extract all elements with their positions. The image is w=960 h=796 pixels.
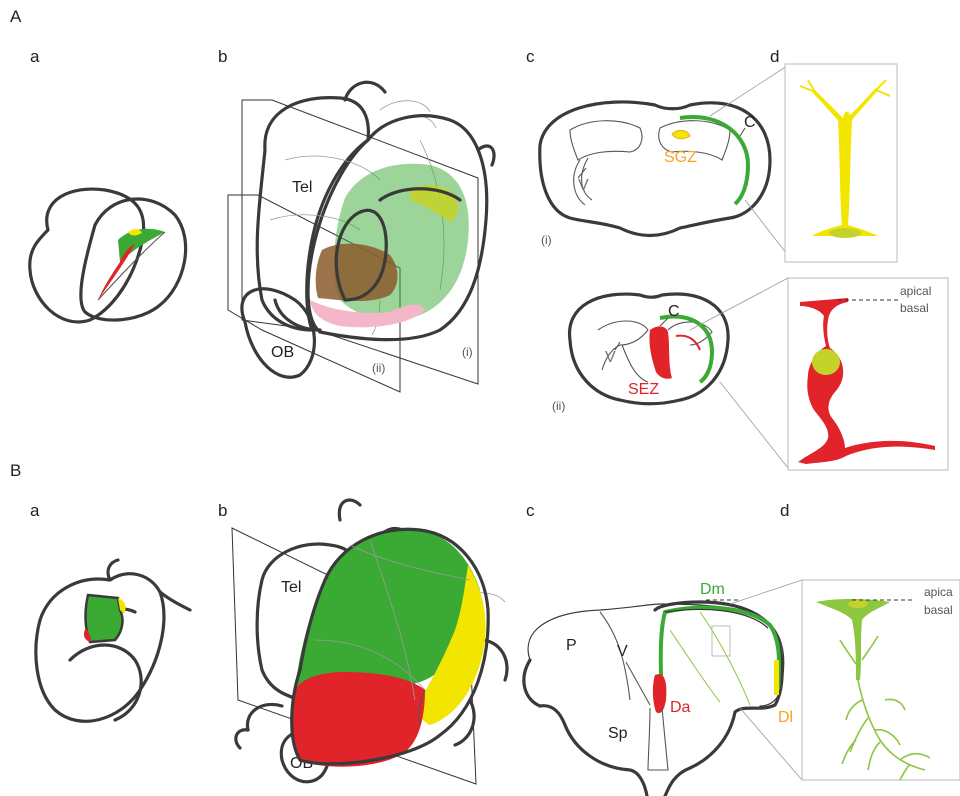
fish-coronal-section: P V Sp Dm Da Dl xyxy=(524,580,802,796)
fish-coronal-yellow-dl xyxy=(774,660,779,695)
label-apical-mouse: apical xyxy=(900,284,931,298)
mouse-brain-3d: Tel OB (ii) (i) xyxy=(228,82,494,392)
panel-label-Bc: c xyxy=(526,501,535,520)
fish-radial-glia-frame: apica basal xyxy=(802,580,960,780)
panel-label-Ab: b xyxy=(218,47,227,66)
fish-brain-small xyxy=(36,560,190,721)
panel-label-Ac: c xyxy=(526,47,535,66)
label-sgz: SGZ xyxy=(664,149,697,166)
label-c-ii: C xyxy=(668,303,680,320)
panel-label-Ad: d xyxy=(770,47,779,66)
fish-coronal-green-dm xyxy=(661,608,779,700)
label-tel-mouse: Tel xyxy=(292,179,312,196)
label-dl: Dl xyxy=(778,709,793,726)
mouse-small-red-region xyxy=(98,244,135,300)
fish-small-green-region xyxy=(86,595,123,642)
mouse-radial-glia-nucleus xyxy=(812,349,840,375)
panel-label-A: A xyxy=(10,7,22,26)
panel-label-Bd: d xyxy=(780,501,789,520)
label-basal-fish: basal xyxy=(924,603,953,617)
mouse-brain-small xyxy=(30,189,186,322)
label-p: P xyxy=(566,637,577,654)
fish-brain-3d: Tel OB xyxy=(232,500,507,784)
label-section-ii: (ii) xyxy=(552,399,565,413)
label-tel-fish: Tel xyxy=(281,579,301,596)
mouse-coronal-section-ii: C V SEZ (ii) xyxy=(552,278,788,468)
panel-label-Aa: a xyxy=(30,47,40,66)
panel-label-Bb: b xyxy=(218,501,227,520)
fish-coronal-red-da xyxy=(653,674,667,713)
panel-label-Ba: a xyxy=(30,501,40,520)
mouse-coronal-section-i: C SGZ V (i) xyxy=(540,64,790,258)
label-v-ii: V xyxy=(605,349,616,366)
label-sez: SEZ xyxy=(628,381,659,398)
label-plane-i: (i) xyxy=(462,345,473,359)
mouse-neuron-yellow-frame xyxy=(785,64,897,262)
panel-label-B: B xyxy=(10,461,21,480)
label-sp: Sp xyxy=(608,725,628,742)
label-basal-mouse: basal xyxy=(900,301,929,315)
label-da: Da xyxy=(670,699,691,716)
label-c-i: C xyxy=(744,114,756,131)
mouse-radial-glia-frame: apical basal xyxy=(788,278,948,470)
label-section-i: (i) xyxy=(541,233,552,247)
mouse-coronal-ii-red-sez xyxy=(649,326,672,378)
label-ob-mouse: OB xyxy=(271,344,294,361)
label-v-i: V xyxy=(578,177,589,194)
label-v-fish: V xyxy=(617,643,628,660)
label-dm: Dm xyxy=(700,581,725,598)
mouse-coronal-i-sgz-spot xyxy=(672,130,690,138)
label-plane-ii: (ii) xyxy=(372,361,385,375)
label-apical-fish: apica xyxy=(924,585,953,599)
